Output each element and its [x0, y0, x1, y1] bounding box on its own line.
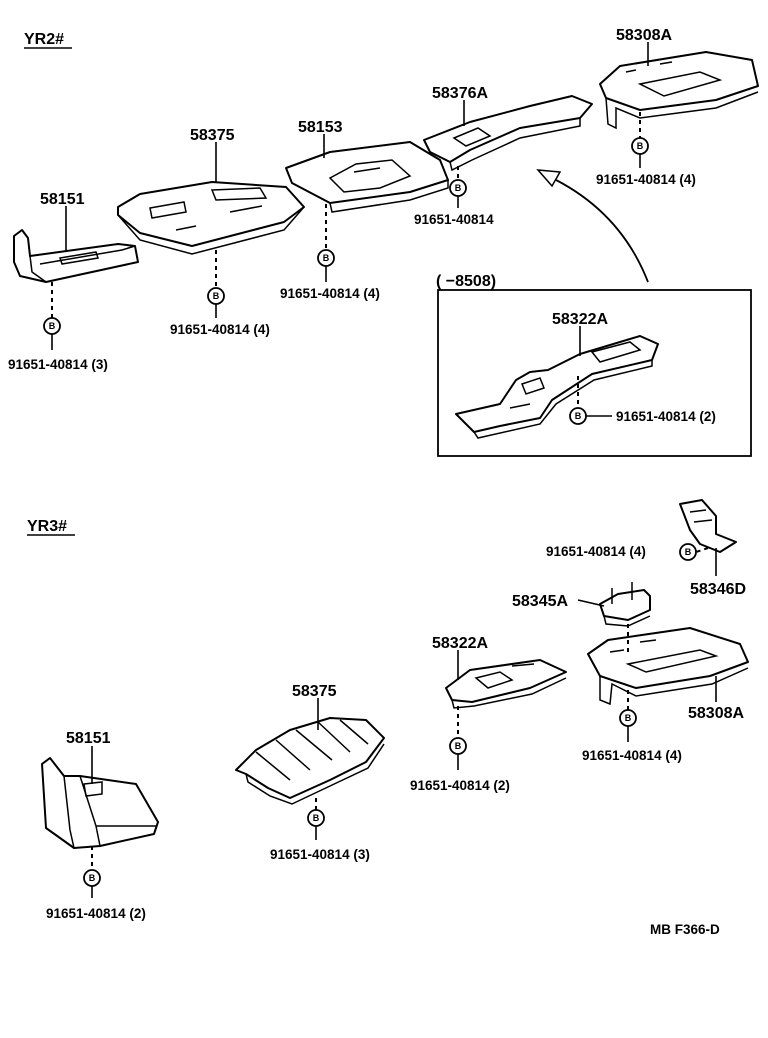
part-58308a-yr3 — [587, 627, 749, 706]
label-bolt-b1-yr2: 91651-40814 (3) — [8, 357, 108, 372]
part-58322a-inset — [455, 335, 659, 439]
label-58322a-yr3: 58322A — [432, 635, 488, 652]
label-bolt-b1-yr3: 91651-40814 (2) — [46, 906, 146, 921]
bolt-b3-yr3: B — [449, 737, 467, 755]
label-bolt-b6-inset: 91651-40814 (2) — [616, 409, 716, 424]
label-58376a-yr2: 58376A — [432, 85, 488, 102]
svg-text:B: B — [313, 813, 320, 823]
inset-range-label: ( −8508) — [436, 273, 496, 290]
label-58308a-yr3: 58308A — [688, 705, 744, 722]
label-58322a-inset: 58322A — [552, 311, 608, 328]
part-58345a-yr3 — [599, 582, 651, 627]
bolt-b4-yr3: B — [619, 709, 637, 727]
part-58376a-yr2 — [423, 95, 593, 172]
inset-arrow-head — [536, 169, 562, 188]
svg-text:B: B — [49, 321, 56, 331]
inset-box — [437, 289, 752, 457]
part-58151-yr2 — [13, 229, 139, 283]
label-bolt-b2-yr2: 91651-40814 (4) — [170, 322, 270, 337]
bolt-b6-inset: B — [569, 407, 587, 425]
label-58345a-yr3: 58345A — [512, 593, 568, 610]
label-58308a-yr2: 58308A — [616, 27, 672, 44]
inset-arrow — [547, 175, 649, 283]
bolt-b4-yr2: B — [449, 179, 467, 197]
bolt-b1-yr3: B — [83, 869, 101, 887]
label-58346d-yr3: 58346D — [690, 581, 746, 598]
part-58151-yr3 — [41, 757, 159, 849]
label-bolt-b3-yr3: 91651-40814 (2) — [410, 778, 510, 793]
svg-text:B: B — [625, 713, 632, 723]
label-58151-yr2: 58151 — [40, 191, 85, 208]
label-bolt-b4-yr3: 91651-40814 (4) — [582, 748, 682, 763]
bolt-b3-yr2: B — [317, 249, 335, 267]
diagram-code: MB F366-D — [650, 922, 720, 937]
part-58322a-yr3 — [445, 659, 567, 709]
bolt-b2-yr2: B — [207, 287, 225, 305]
svg-text:B: B — [323, 253, 330, 263]
label-bolt-b5-yr3: 91651-40814 (4) — [546, 544, 646, 559]
part-58308a-yr2 — [599, 51, 759, 130]
svg-text:B: B — [575, 411, 582, 421]
svg-text:B: B — [455, 741, 462, 751]
part-58153-yr2 — [285, 141, 449, 213]
part-58346d-yr3 — [679, 499, 737, 553]
dash-b5-yr3 — [695, 547, 709, 553]
label-bolt-b5-yr2: 91651-40814 (4) — [596, 172, 696, 187]
label-58151-yr3: 58151 — [66, 730, 111, 747]
section-yr2-label: YR2# — [24, 31, 64, 48]
bolt-b5-yr2: B — [631, 137, 649, 155]
svg-text:B: B — [455, 183, 462, 193]
label-58153-yr2: 58153 — [298, 119, 343, 136]
label-58375-yr3: 58375 — [292, 683, 337, 700]
svg-text:B: B — [89, 873, 96, 883]
leader-58345a-yr3 — [577, 599, 605, 607]
part-58375-yr3 — [235, 717, 385, 805]
label-bolt-b2-yr3: 91651-40814 (3) — [270, 847, 370, 862]
label-bolt-b4-yr2: 91651-40814 — [414, 212, 494, 227]
part-58375-yr2 — [117, 181, 305, 255]
bolt-b1-yr2: B — [43, 317, 61, 335]
svg-text:B: B — [637, 141, 644, 151]
label-58375-yr2: 58375 — [190, 127, 235, 144]
svg-text:B: B — [685, 547, 692, 557]
bolt-b5-yr3: B — [679, 543, 697, 561]
bolt-b2-yr3: B — [307, 809, 325, 827]
section-yr3-label: YR3# — [27, 518, 67, 535]
label-bolt-b3-yr2: 91651-40814 (4) — [280, 286, 380, 301]
svg-text:B: B — [213, 291, 220, 301]
